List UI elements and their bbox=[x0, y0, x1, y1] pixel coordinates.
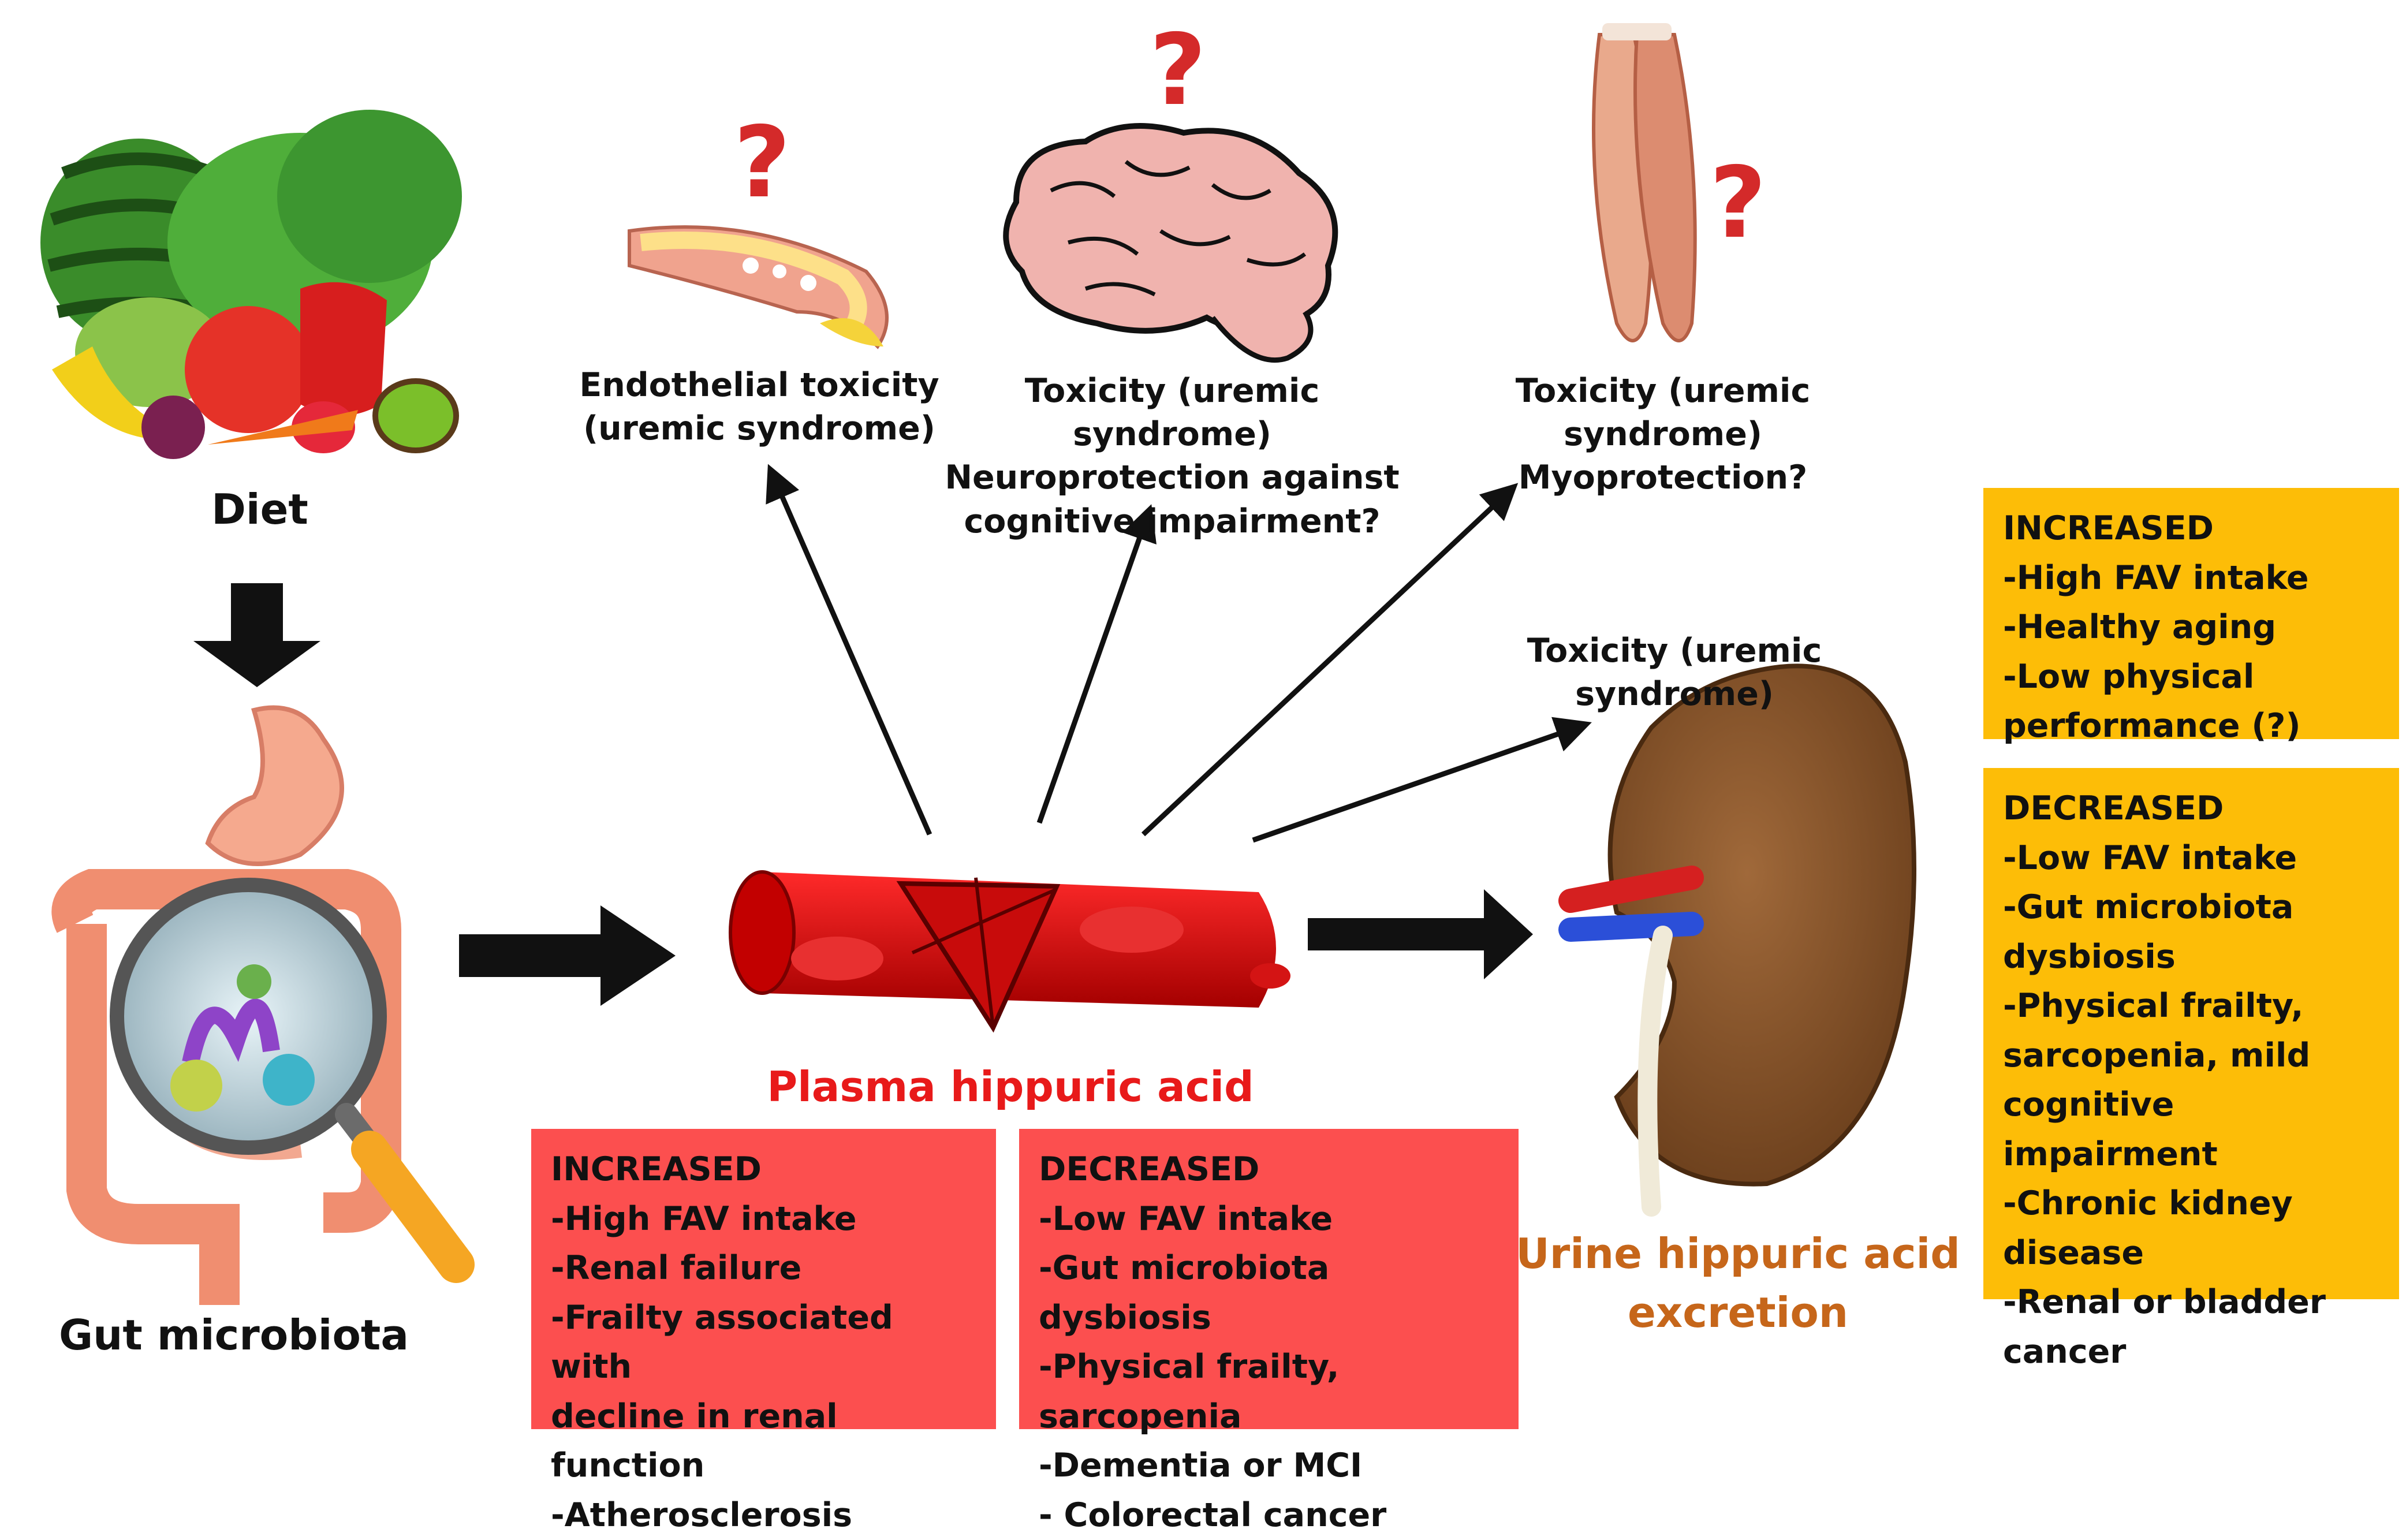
muscle-label-line1: Toxicity (uremic syndrome) bbox=[1426, 370, 1900, 456]
urine-decreased-item: cancer bbox=[2003, 1328, 2379, 1377]
arrow-to-kidney bbox=[1253, 725, 1585, 840]
brain-label-line3: cognitive impairment? bbox=[935, 500, 1409, 543]
plasma-decreased-item: - Colorectal cancer bbox=[1039, 1491, 1499, 1540]
gut-illustration bbox=[72, 708, 456, 1305]
urine-decreased-item: -Chronic kidney bbox=[2003, 1179, 2379, 1229]
gut-microbiota-label: Gut microbiota bbox=[46, 1308, 421, 1363]
brain-label-line2: Neuroprotection against bbox=[935, 456, 1409, 499]
endothelial-label-line1: Endothelial toxicity bbox=[572, 364, 947, 407]
urine-decreased-item: -Gut microbiota bbox=[2003, 883, 2379, 933]
diet-to-gut-arrow bbox=[193, 583, 320, 687]
plasma-increased-title: INCREASED bbox=[551, 1145, 976, 1195]
muscle-label-line2: Myoprotection? bbox=[1426, 456, 1900, 499]
question-mark-brain: ? bbox=[1143, 6, 1213, 135]
plasma-increased-item: -High FAV intake bbox=[551, 1195, 976, 1244]
diet-illustration bbox=[40, 110, 462, 459]
urine-decreased-item: -Renal or bladder bbox=[2003, 1278, 2379, 1328]
artery-illustration bbox=[629, 227, 887, 346]
urine-increased-item: performance (?) bbox=[2003, 702, 2379, 751]
urine-decreased-item: -Physical frailty, bbox=[2003, 982, 2379, 1031]
urine-increased-box: INCREASED -High FAV intake -Healthy agin… bbox=[1983, 488, 2399, 739]
plasma-decreased-title: DECREASED bbox=[1039, 1145, 1499, 1195]
urine-decreased-box: DECREASED -Low FAV intake -Gut microbiot… bbox=[1983, 768, 2399, 1299]
plasma-hippuric-acid-label: Plasma hippuric acid bbox=[751, 1060, 1270, 1114]
urine-decreased-item: dysbiosis bbox=[2003, 933, 2379, 982]
arrow-to-brain bbox=[1039, 511, 1149, 823]
kidney-toxicity-label: Toxicity (uremic syndrome) bbox=[1438, 629, 1911, 716]
urine-increased-item: -Healthy aging bbox=[2003, 603, 2379, 652]
plasma-increased-item: -Frailty associated with bbox=[551, 1293, 976, 1392]
plasma-increased-box: INCREASED -High FAV intake -Renal failur… bbox=[531, 1129, 996, 1429]
endothelial-label-line2: (uremic syndrome) bbox=[572, 407, 947, 450]
plasma-decreased-item: -Low FAV intake bbox=[1039, 1195, 1499, 1244]
urine-decreased-item: sarcopenia, mild bbox=[2003, 1031, 2379, 1081]
urine-decreased-item: disease bbox=[2003, 1229, 2379, 1278]
plasma-decreased-item: -Gut microbiota dysbiosis bbox=[1039, 1244, 1499, 1343]
urine-hippuric-acid-label: Urine hippuric acid excretion bbox=[1495, 1224, 1980, 1342]
plasma-increased-item: -Renal failure bbox=[551, 1244, 976, 1293]
brain-label-line1: Toxicity (uremic syndrome) bbox=[935, 370, 1409, 456]
urine-decreased-item: cognitive impairment bbox=[2003, 1080, 2379, 1179]
kidney-illustration bbox=[1571, 666, 1914, 1207]
plasma-to-kidney-arrow bbox=[1308, 889, 1533, 979]
muscle-illustration bbox=[1594, 23, 1695, 341]
plasma-decreased-item: -Dementia or MCI bbox=[1039, 1441, 1499, 1491]
urine-label-line1: Urine hippuric acid bbox=[1495, 1224, 1980, 1283]
plasma-decreased-box: DECREASED -Low FAV intake -Gut microbiot… bbox=[1019, 1129, 1519, 1429]
endothelial-label: Endothelial toxicity (uremic syndrome) bbox=[572, 364, 947, 450]
urine-decreased-title: DECREASED bbox=[2003, 784, 2379, 834]
gut-to-plasma-arrow bbox=[459, 905, 676, 1006]
plasma-decreased-item: -Physical frailty, sarcopenia bbox=[1039, 1343, 1499, 1441]
muscle-label: Toxicity (uremic syndrome) Myoprotection… bbox=[1426, 370, 1900, 500]
urine-increased-title: INCREASED bbox=[2003, 504, 2379, 554]
diet-label: Diet bbox=[173, 482, 346, 537]
brain-label: Toxicity (uremic syndrome) Neuroprotecti… bbox=[935, 370, 1409, 543]
urine-increased-item: -High FAV intake bbox=[2003, 554, 2379, 603]
urine-label-line2: excretion bbox=[1495, 1283, 1980, 1342]
plasma-increased-item: decline in renal function bbox=[551, 1392, 976, 1491]
urine-increased-item: -Low physical bbox=[2003, 652, 2379, 702]
question-mark-endothelial: ? bbox=[728, 98, 797, 228]
urine-decreased-item: -Low FAV intake bbox=[2003, 834, 2379, 883]
blood-vessel-illustration bbox=[730, 872, 1290, 1028]
brain-illustration bbox=[1006, 126, 1335, 360]
question-mark-muscle: ? bbox=[1703, 139, 1773, 268]
arrow-to-endothelial bbox=[771, 471, 930, 834]
plasma-increased-item: -Atherosclerosis bbox=[551, 1491, 976, 1540]
